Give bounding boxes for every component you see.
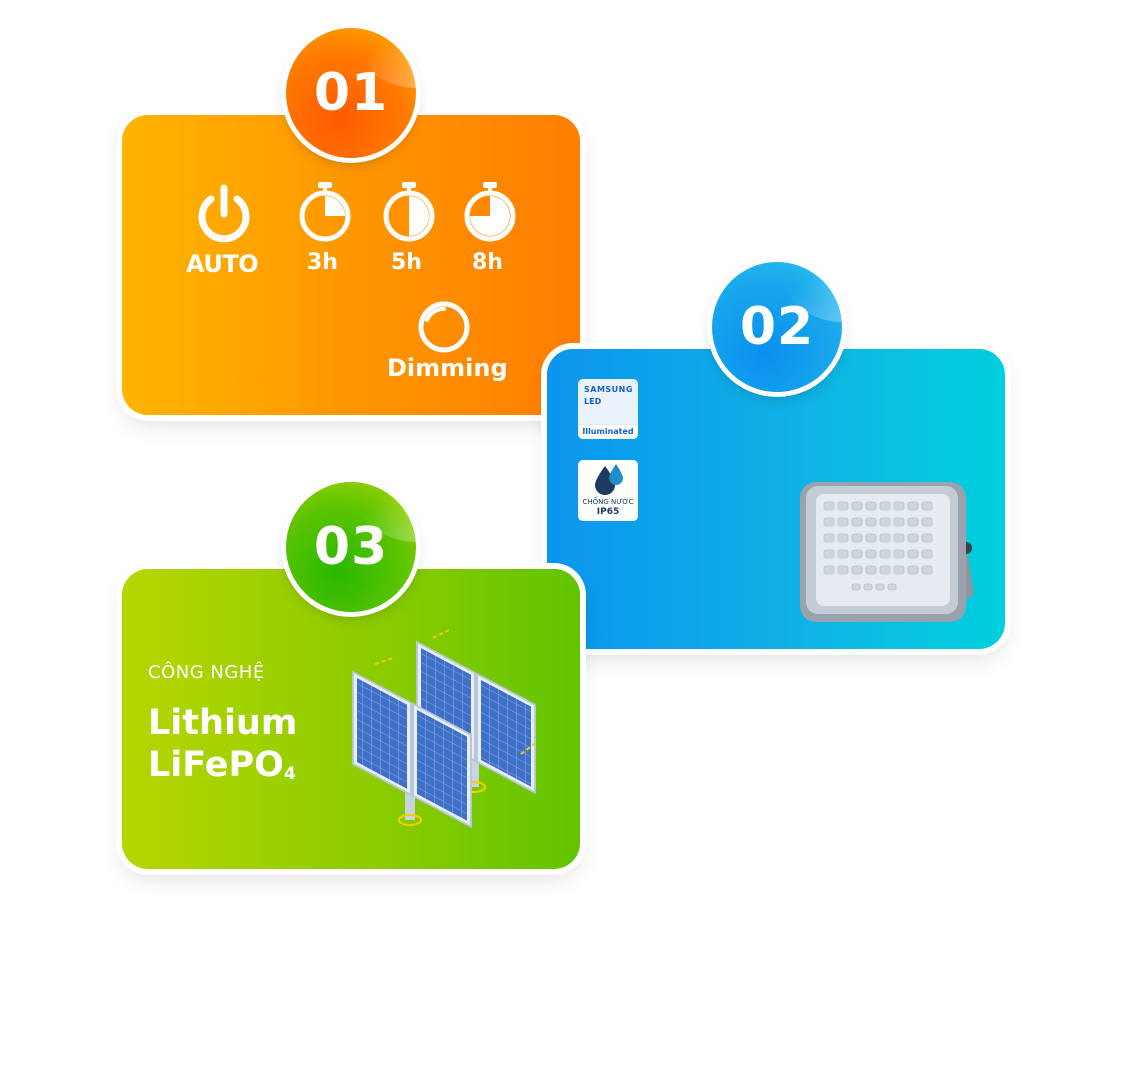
technology-formula: LiFePO	[148, 745, 284, 785]
ip65-text: IP65	[596, 507, 620, 517]
badge-number: 01	[313, 63, 389, 123]
stopwatch-three-quarter-icon	[464, 182, 516, 242]
badge-number: 02	[739, 297, 815, 357]
samsung-logo-illuminated: Illuminated	[578, 424, 638, 439]
technology-caption: CÔNG NGHỆ	[148, 662, 265, 683]
battery-technology-title: Lithium LiFePO4	[148, 702, 297, 792]
dimming-label: Dimming	[387, 354, 508, 382]
water-drops-icon	[595, 464, 623, 495]
power-icon	[198, 184, 250, 243]
samsung-logo-text: SAMSUNG	[584, 385, 633, 394]
technology-line-1: Lithium	[148, 703, 298, 743]
solar-panels-illustration	[352, 629, 538, 829]
mode-label-8h: 8h	[472, 250, 503, 275]
technology-subscript: 4	[283, 764, 296, 784]
badge-03: 03	[286, 482, 416, 612]
mode-label-3h: 3h	[307, 250, 338, 275]
samsung-led-logo: SAMSUNG LED Illuminated	[578, 379, 638, 439]
badge-number: 03	[313, 517, 389, 577]
technology-line-2: LiFePO4	[148, 744, 297, 792]
samsung-logo-led: LED	[584, 397, 602, 406]
stopwatch-quarter-icon	[299, 182, 351, 242]
badge-01: 01	[286, 28, 416, 158]
stopwatch-half-icon	[383, 182, 435, 242]
waterproof-text: CHỐNG NƯỚC	[582, 498, 634, 506]
mode-label-5h: 5h	[391, 250, 422, 275]
badge-02: 02	[712, 262, 842, 392]
dimming-ring-icon	[418, 301, 470, 353]
led-floodlight-image	[800, 482, 974, 622]
feature-card-modes	[122, 115, 580, 415]
ip65-logo: CHỐNG NƯỚC IP65	[578, 460, 638, 521]
mode-label-auto: AUTO	[186, 250, 259, 278]
